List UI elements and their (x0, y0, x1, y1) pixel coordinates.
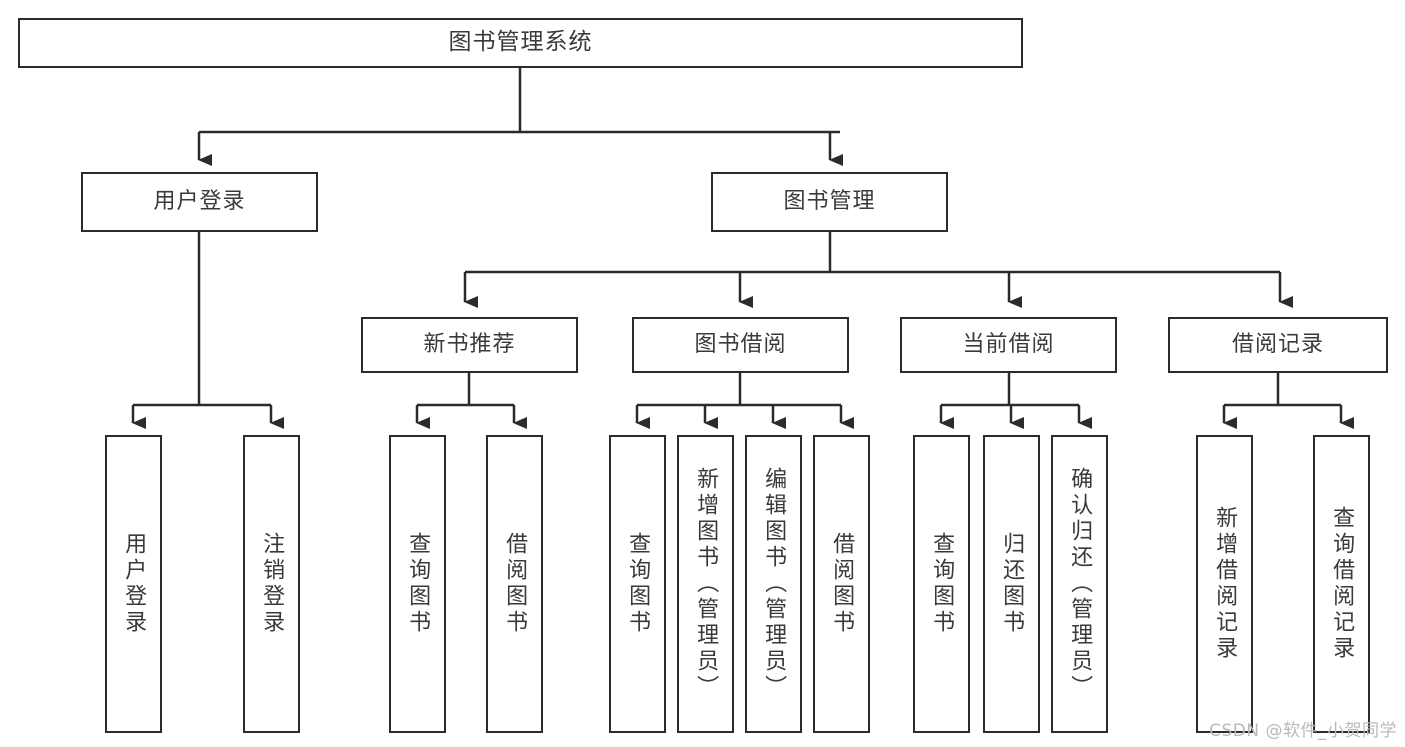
leaf-user-login-logout[interactable]: 注销登录 (243, 435, 300, 733)
node-current-borrow[interactable]: 当前借阅 (900, 317, 1117, 373)
leaf-book-borrow-query[interactable]: 查询图书 (609, 435, 666, 733)
node-new-book-recommend[interactable]: 新书推荐 (361, 317, 578, 373)
leaf-borrow-record-query[interactable]: 查询借阅记录 (1313, 435, 1370, 733)
leaf-new-book-borrow[interactable]: 借阅图书 (486, 435, 543, 733)
node-borrow-record[interactable]: 借阅记录 (1168, 317, 1388, 373)
leaf-book-borrow-add[interactable]: 新增图书（管理员） (677, 435, 734, 733)
node-book-borrow[interactable]: 图书借阅 (632, 317, 849, 373)
leaf-current-borrow-confirm[interactable]: 确认归还（管理员） (1051, 435, 1108, 733)
node-user-login[interactable]: 用户登录 (81, 172, 318, 232)
leaf-book-borrow-edit[interactable]: 编辑图书（管理员） (745, 435, 802, 733)
leaf-borrow-record-add[interactable]: 新增借阅记录 (1196, 435, 1253, 733)
leaf-current-borrow-query[interactable]: 查询图书 (913, 435, 970, 733)
node-root-system[interactable]: 图书管理系统 (18, 18, 1023, 68)
leaf-book-borrow-borrow[interactable]: 借阅图书 (813, 435, 870, 733)
node-book-management[interactable]: 图书管理 (711, 172, 948, 232)
leaf-new-book-query[interactable]: 查询图书 (389, 435, 446, 733)
leaf-current-borrow-return[interactable]: 归还图书 (983, 435, 1040, 733)
leaf-user-login-login[interactable]: 用户登录 (105, 435, 162, 733)
